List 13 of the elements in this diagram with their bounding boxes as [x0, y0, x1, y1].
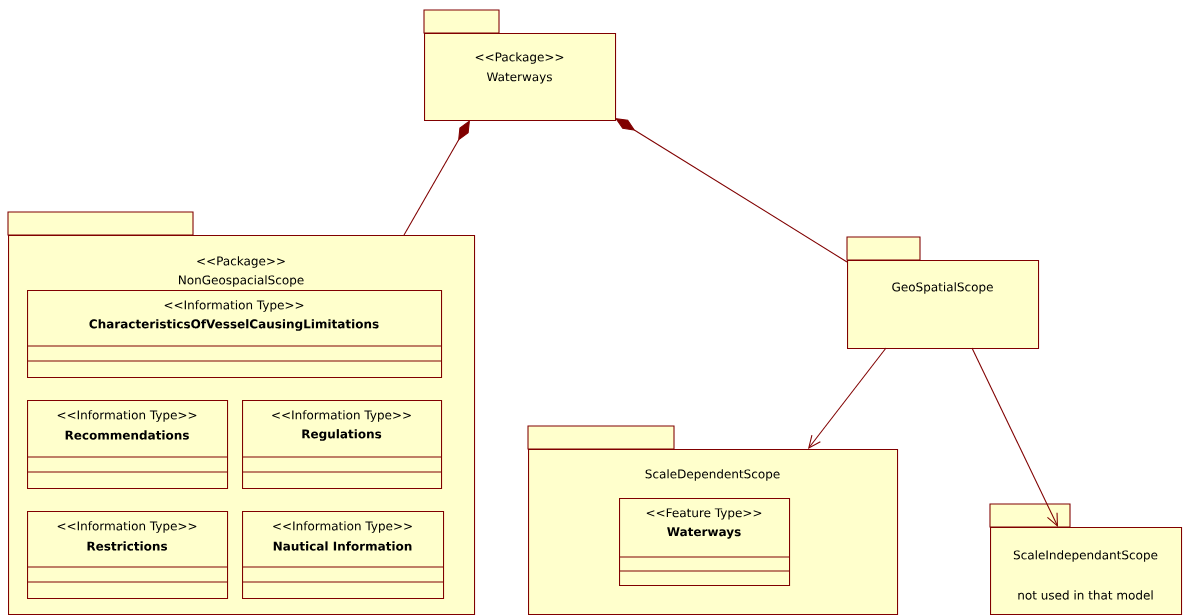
class-box: <<Information Type>> Regulations — [241, 400, 443, 490]
connector — [615, 118, 848, 263]
class-box: <<Feature Type>> Waterways — [618, 498, 791, 587]
connector — [403, 120, 470, 236]
connector — [808, 347, 887, 449]
class-box: <<Information Type>> Restrictions — [26, 511, 229, 600]
package-box: <<Package>> Waterways — [423, 9, 617, 122]
package-box: ScaleIndependantScope not used in that model — [989, 503, 1183, 616]
connector — [971, 347, 1058, 527]
class-box: <<Information Type>> CharacteristicsOfVesselCausingLimitations — [26, 290, 443, 379]
package-box: GeoSpatialScope — [846, 236, 1040, 350]
class-box: <<Information Type>> Nautical Information — [241, 511, 445, 600]
class-box: <<Information Type>> Recommendations — [26, 400, 229, 490]
